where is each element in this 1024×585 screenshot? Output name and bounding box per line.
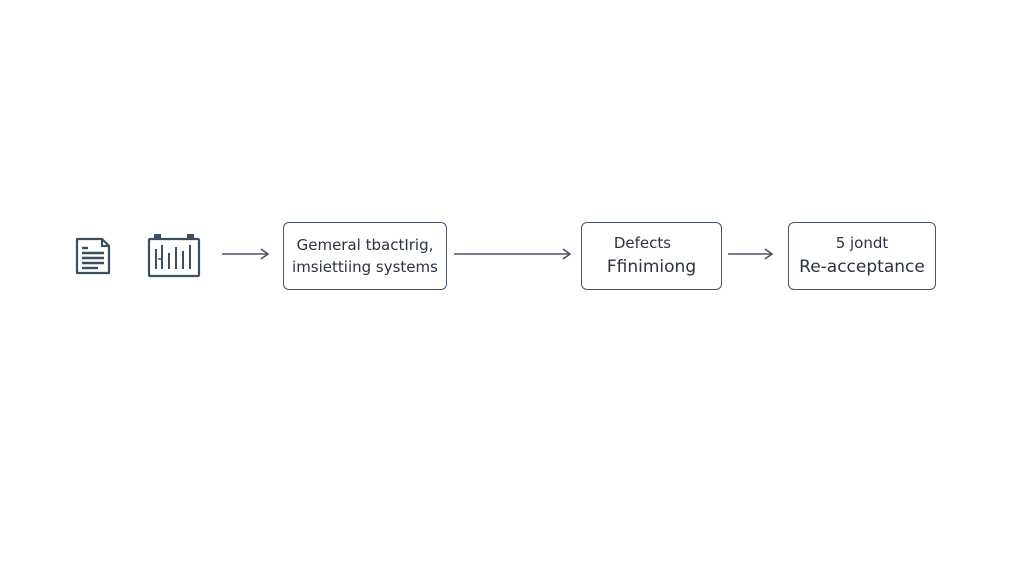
node-reacceptance-line1: 5 jondt	[835, 234, 889, 252]
node-defects-line1: Defects	[613, 234, 672, 252]
node-general-line2: imsiettiing systems	[292, 258, 438, 276]
node-general-line1: Gemeral tbactIrig,	[296, 235, 434, 254]
process-node-reacceptance: 5 jondt Re-acceptance	[788, 222, 936, 290]
node-reacceptance-line2: Re-acceptance	[799, 256, 925, 277]
process-node-general: Gemeral tbactIrig, imsiettiing systems	[283, 222, 447, 290]
document-list-icon	[75, 237, 111, 275]
process-node-defects: Defects Ffinimiong	[581, 222, 722, 290]
flow-arrow-2	[454, 248, 572, 260]
battery-chart-icon	[147, 234, 201, 278]
flow-arrow-3	[728, 248, 774, 260]
node-defects-line2: Ffinimiong	[606, 256, 697, 277]
flow-arrow-1	[222, 248, 270, 260]
